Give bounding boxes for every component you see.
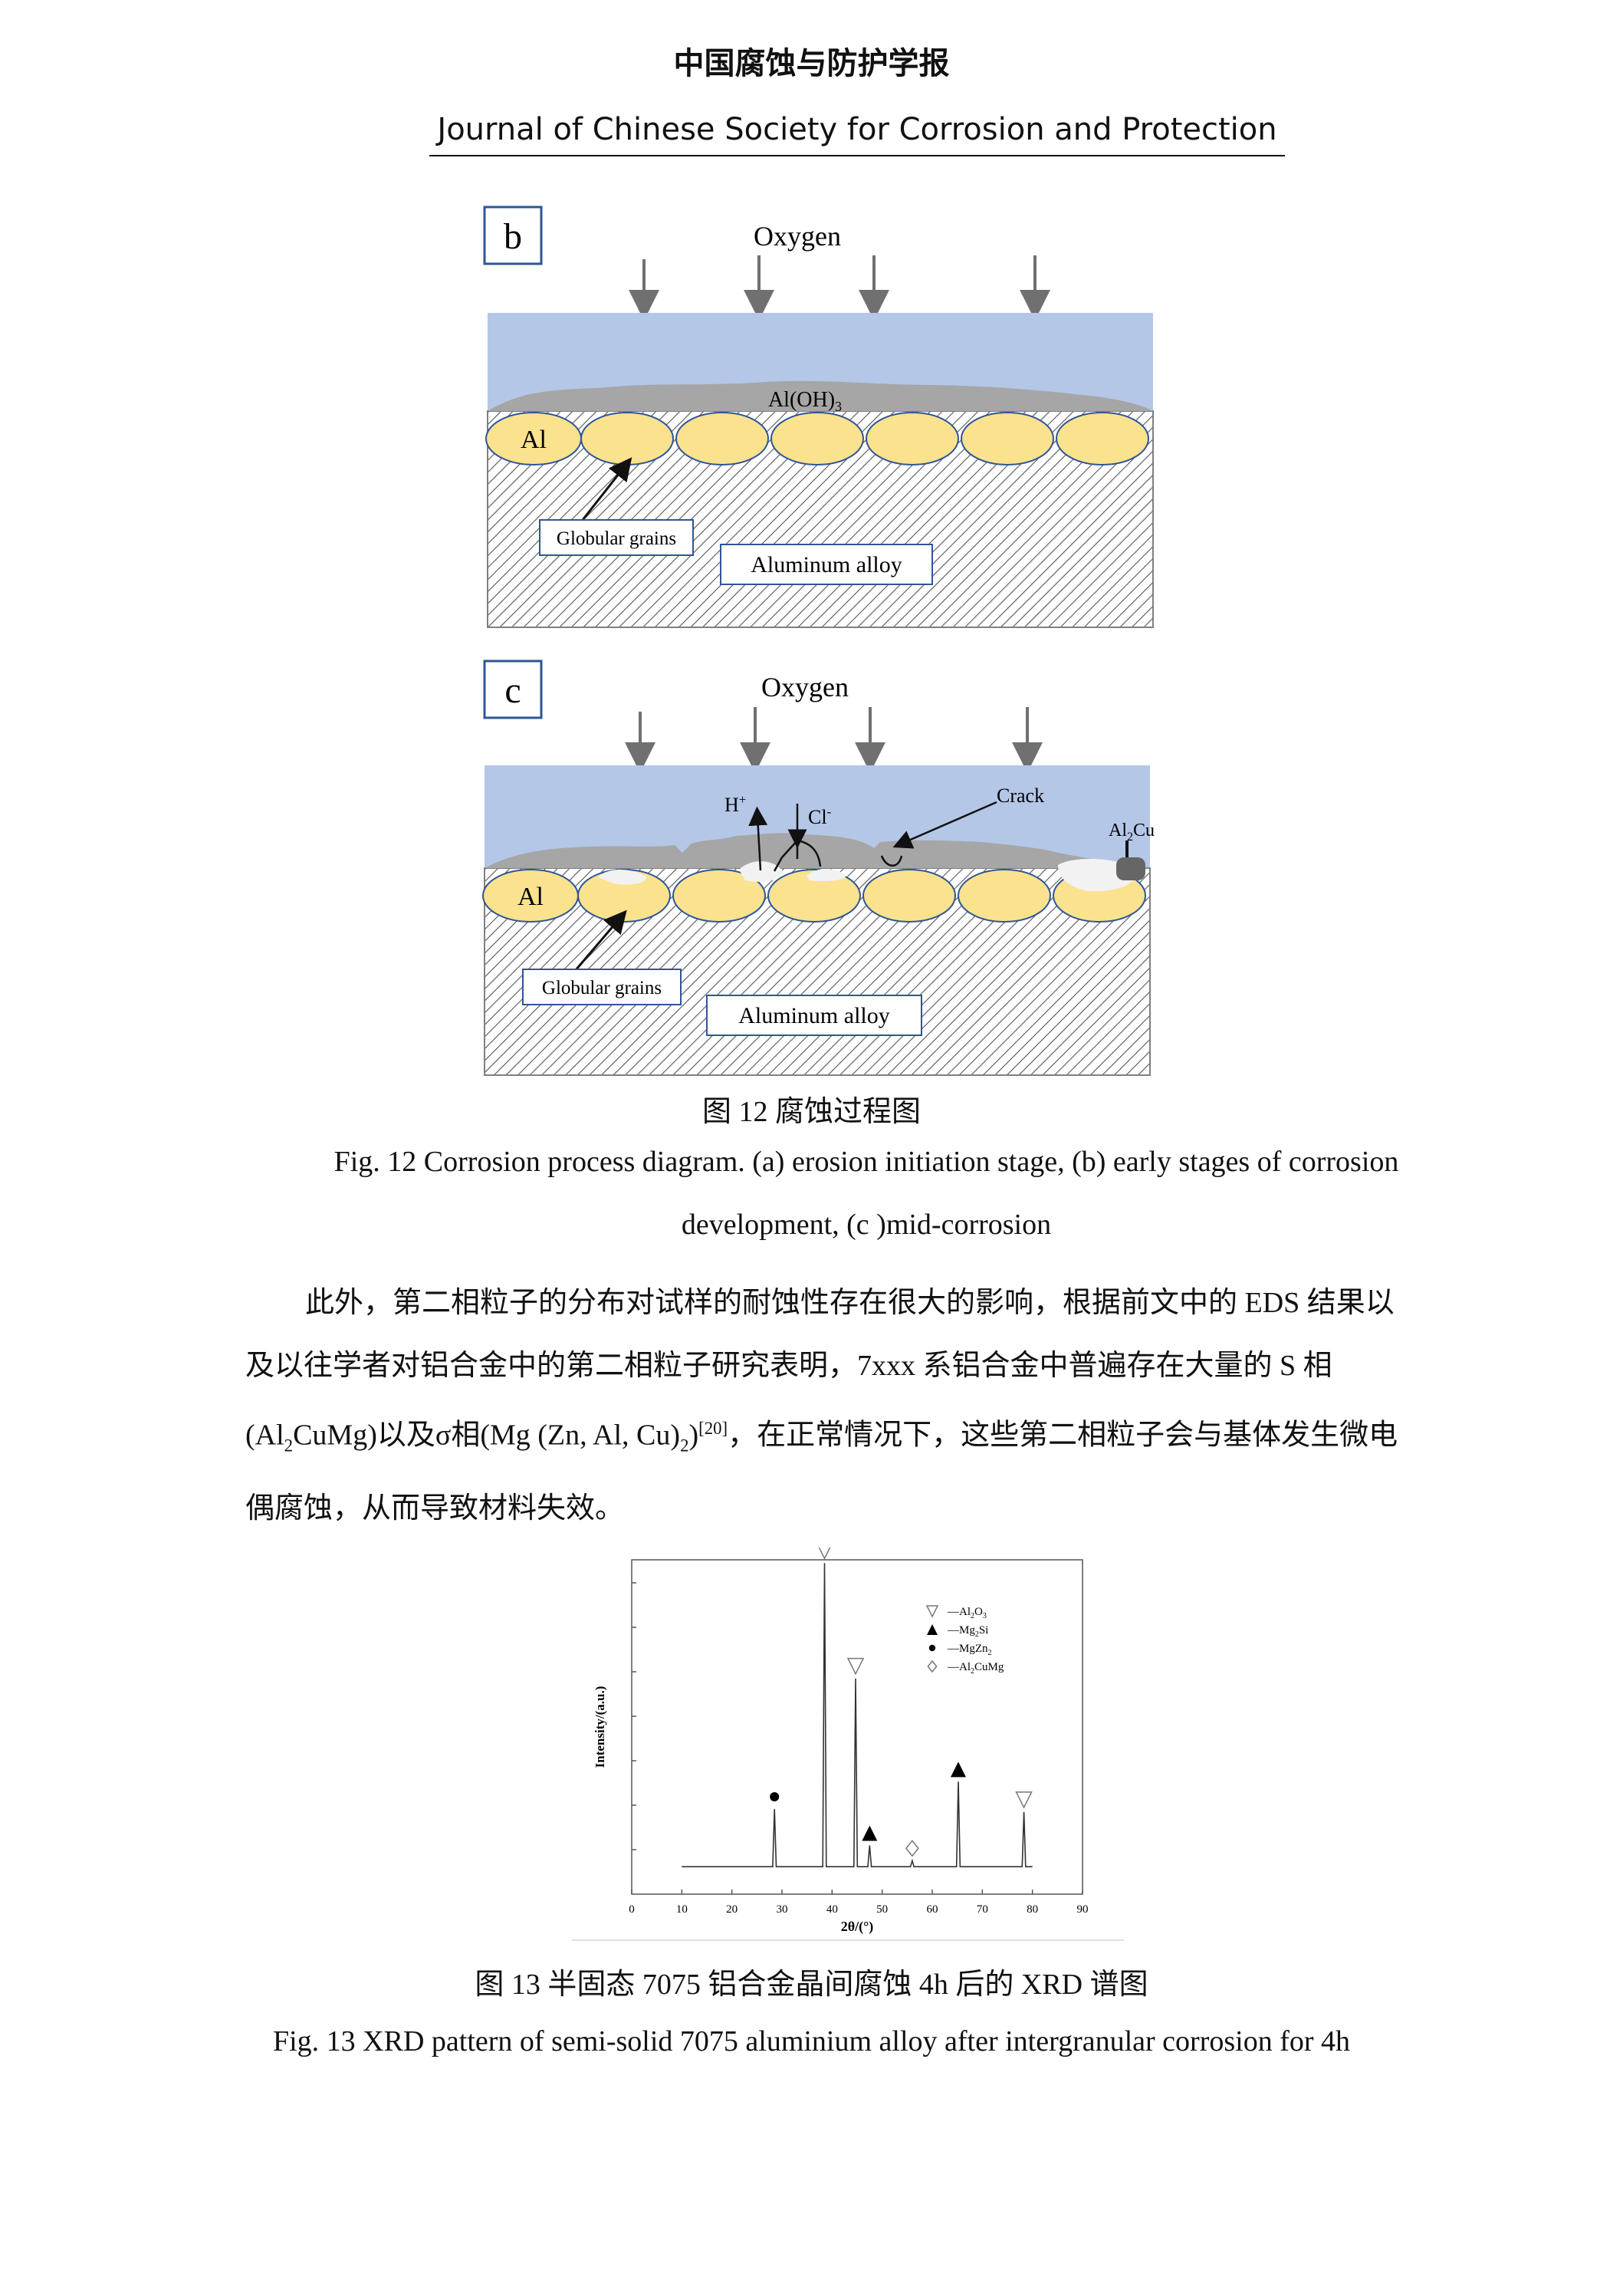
x-tick-label: 30: [777, 1903, 788, 1916]
figure13-caption-en: Fig. 13 XRD pattern of semi-solid 7075 a…: [272, 2025, 1351, 2058]
phase-marker: [846, 1657, 865, 1676]
journal-title-cn: 中国腐蚀与防护学报: [673, 46, 950, 81]
grains-pointer: [573, 910, 627, 972]
x-tick-label: 40: [826, 1903, 838, 1916]
x-tick-label: 80: [1027, 1903, 1038, 1916]
grains-label: Globular grains: [542, 978, 662, 998]
panel-label-box: [483, 660, 543, 719]
x-tick-label: 0: [629, 1903, 635, 1916]
paragraph-line: 偶腐蚀，从而导致材料失效。: [245, 1492, 625, 1525]
x-tick-label: 10: [676, 1903, 688, 1916]
crack-mark: [880, 855, 903, 867]
xrd-pattern-line: [682, 1563, 1033, 1867]
phase-marker: [905, 1840, 919, 1857]
phase-marker: [950, 1761, 966, 1778]
grains-label: Globular grains: [557, 528, 676, 549]
alloy-label: Aluminum alloy: [738, 1003, 890, 1028]
figure13-xrd-chart: 0 10 20 30 40 50 60 70 80 90 2θ/(°) Intensity/(a.…: [572, 1548, 1124, 1941]
phase-marker: [1015, 1791, 1033, 1809]
al2cu-label: Al2Cu: [1109, 821, 1155, 844]
alloy-label: Aluminum alloy: [751, 552, 902, 577]
oxygen-label: Oxygen: [754, 221, 841, 252]
phase-marker: [928, 1644, 936, 1652]
phase-marker: [925, 1605, 939, 1618]
panel-label: b: [504, 216, 522, 257]
legend-entry: —Al2O3: [947, 1606, 987, 1620]
phase-marker: [818, 1548, 831, 1560]
grains-pointer: [581, 457, 632, 521]
paragraph-line: (Al2CuMg)以及σ相(Mg (Zn, Al, Cu)2)[20]，在正常情…: [245, 1419, 1398, 1456]
legend-entry: —MgZn2: [947, 1643, 992, 1657]
x-tick-label: 60: [927, 1903, 938, 1916]
figure12-caption-en: Fig. 12 Corrosion process diagram. (a) e…: [253, 1130, 1480, 1256]
y-axis-label: Intensity/(a.u.): [593, 1686, 607, 1768]
panel-label-box: [483, 206, 543, 265]
figure13-caption-cn: 图 13 半固态 7075 铝合金晶间腐蚀 4h 后的 XRD 谱图: [475, 1969, 1148, 2001]
chart-legend: —Al2O3 —Mg2Si —MgZn2 —Al2CuMg: [925, 1605, 1004, 1676]
corroded-film: [485, 833, 1150, 868]
phase-marker: [927, 1660, 938, 1673]
grains-label-box: [522, 969, 682, 1005]
figure12-caption-cn: 图 12 腐蚀过程图: [701, 1096, 921, 1128]
alloy-label-box: [706, 995, 922, 1036]
x-tick-label: 70: [977, 1903, 988, 1916]
cl-branches: [773, 839, 822, 872]
x-axis-label: 2θ/(°): [841, 1919, 874, 1935]
figure12-panel-c: c Oxygen Al2Cu H+ Cl- Crack Al Gl: [482, 660, 1155, 1076]
x-axis-ticks: 0 10 20 30 40 50 60 70 80 90: [629, 1890, 1089, 1916]
x-tick-label: 20: [726, 1903, 738, 1916]
cl-ion-label: Cl-: [808, 804, 832, 828]
figure12-panel-b: b Oxygen Al(OH)3 Al Globular grains Alum…: [483, 206, 1154, 628]
globular-grains: [485, 412, 1149, 465]
paragraph-line: 及以往学者对铝合金中的第二相粒子研究表明，7xxx 系铝合金中普遍存在大量的 S…: [245, 1350, 1332, 1382]
al-label: Al: [521, 426, 547, 454]
legend-entry: —Mg2Si: [947, 1624, 988, 1639]
legend-entry: —Al2CuMg: [947, 1661, 1004, 1676]
journal-title-en: Journal of Chinese Society for Corrosion…: [429, 112, 1285, 156]
h-ion-label: H+: [724, 792, 746, 816]
y-axis-ticks: [632, 1582, 636, 1850]
crack-pointer: [892, 801, 997, 849]
figure12-caption-en-line1: Fig. 12 Corrosion process diagram. (a) e…: [333, 1146, 1399, 1178]
hydroxide-film: [488, 380, 1153, 411]
body-paragraph: 此外，第二相粒子的分布对试样的耐蚀性存在很大的影响，根据前文中的 EDS 结果以…: [245, 1271, 1398, 1540]
citation-ref[interactable]: [20]: [698, 1419, 728, 1438]
x-tick-label: 50: [876, 1903, 888, 1916]
crack-label: Crack: [997, 785, 1044, 807]
al2cu-particle: [1116, 857, 1145, 880]
phase-markers: [770, 1548, 1033, 1857]
phase-marker: [927, 1624, 938, 1635]
phase-marker: [770, 1791, 780, 1801]
oxygen-arrows: [625, 707, 1043, 773]
panel-label: c: [504, 670, 521, 711]
oxygen-arrows: [629, 255, 1050, 321]
h-arrow: [748, 806, 768, 871]
phase-marker: [862, 1825, 878, 1841]
grains-label-box: [539, 519, 694, 556]
figure12-caption-en-line2: development, (c )mid-corrosion: [681, 1209, 1052, 1241]
x-tick-label: 90: [1077, 1903, 1089, 1916]
film-label: Al(OH)3: [768, 388, 842, 414]
oxygen-label: Oxygen: [761, 672, 849, 702]
al-label: Al: [517, 883, 544, 911]
alloy-label-box: [720, 544, 933, 585]
paragraph-line: 此外，第二相粒子的分布对试样的耐蚀性存在很大的影响，根据前文中的 EDS 结果以: [305, 1287, 1395, 1319]
